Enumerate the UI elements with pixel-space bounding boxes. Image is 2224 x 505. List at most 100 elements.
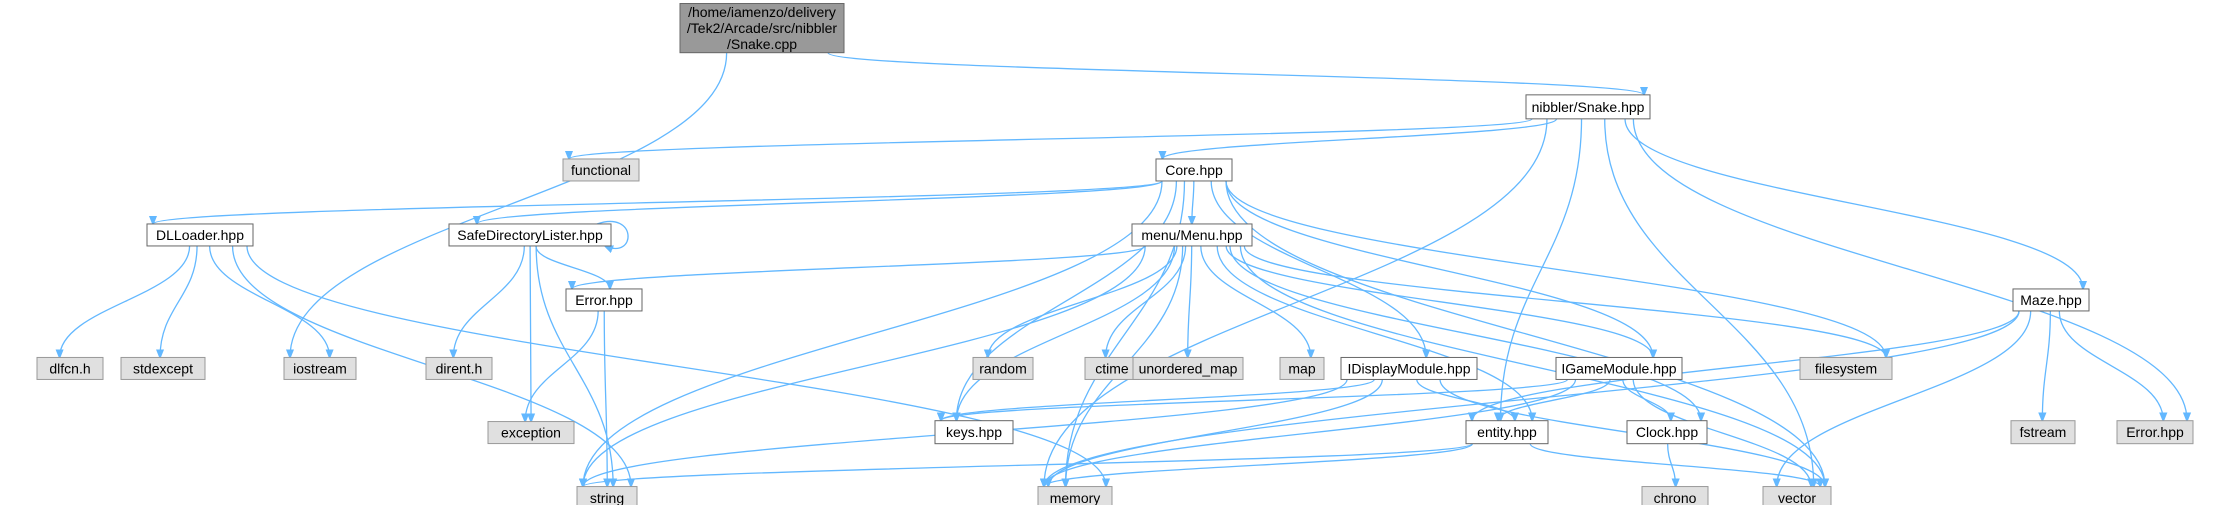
- node-label: Core.hpp: [1165, 162, 1223, 178]
- edge-snake_hpp-to-functional: [569, 118, 1533, 159]
- node-safedir-hpp[interactable]: SafeDirectoryLister.hpp: [448, 223, 612, 247]
- node-dirent: dirent.h: [425, 356, 493, 380]
- edge-entity_hpp-to-vector: [1529, 443, 1820, 487]
- node-dlfcn: dlfcn.h: [36, 356, 104, 380]
- edge-igame_hpp-to-clock_hpp: [1622, 379, 1671, 420]
- edge-core_hpp-to-dlloader_hpp: [153, 180, 1163, 224]
- node-label: dirent.h: [436, 360, 483, 376]
- node-box: [576, 486, 638, 505]
- node-snake-hpp[interactable]: nibbler/Snake.hpp: [1525, 94, 1651, 120]
- nodes: /home/iamenzo/delivery/Tek2/Arcade/src/n…: [36, 3, 2194, 505]
- node-box: [283, 356, 357, 380]
- node-label: /Tek2/Arcade/src/nibbler: [687, 20, 838, 36]
- edge-core_hpp-to-filesystem: [1225, 180, 1886, 357]
- edge-menu_hpp-to-map: [1200, 245, 1311, 357]
- edge-snake_hpp-to-maze_hpp: [1624, 118, 2083, 289]
- edge-safedir_hpp-to-dirent: [453, 245, 525, 357]
- node-error-hpp2: Error.hpp: [2116, 420, 2194, 445]
- node-label: memory: [1050, 490, 1101, 505]
- edge-idisplay_hpp-to-memory: [1048, 379, 1383, 486]
- node-label: filesystem: [1815, 360, 1877, 376]
- node-box: [1037, 486, 1113, 505]
- node-label: SafeDirectoryLister.hpp: [457, 227, 603, 243]
- node-entity-hpp[interactable]: entity.hpp: [1465, 420, 1549, 445]
- node-error-hpp[interactable]: Error.hpp: [565, 288, 643, 312]
- node-ctime: ctime: [1084, 356, 1140, 380]
- node-idisplay-hpp[interactable]: IDisplayModule.hpp: [1340, 356, 1478, 380]
- edge-menu_hpp-to-entity_hpp: [1216, 245, 1532, 421]
- node-box: [487, 421, 575, 445]
- node-label: /Snake.cpp: [727, 36, 797, 52]
- edge-snake_hpp-to-core_hpp: [1162, 118, 1558, 159]
- edge-dlloader_hpp-to-stdexcept: [160, 245, 198, 357]
- edge-entity_hpp-to-string: [583, 443, 1473, 487]
- node-stdexcept: stdexcept: [120, 356, 206, 380]
- node-box: [1132, 356, 1244, 380]
- edge-menu_hpp-to-random: [988, 245, 1178, 357]
- edges: [60, 52, 2187, 487]
- edge-menu_hpp-to-vector: [1239, 245, 1825, 487]
- node-random: random: [972, 356, 1034, 380]
- node-label: menu/Menu.hpp: [1141, 227, 1242, 243]
- edge-igame_hpp-to-vector: [1632, 379, 1811, 486]
- edge-clock_hpp-to-chrono: [1666, 443, 1676, 487]
- node-label: functional: [571, 162, 631, 178]
- edge-maze_hpp-to-error_hpp2: [2058, 310, 2163, 421]
- node-chrono: chrono: [1641, 486, 1709, 505]
- edge-core_hpp-to-vector: [1225, 180, 1825, 487]
- node-label: IDisplayModule.hpp: [1348, 360, 1471, 376]
- edge-safedir_hpp-to-exception: [530, 245, 531, 422]
- node-box: [425, 356, 493, 380]
- node-label: Maze.hpp: [2020, 292, 2082, 308]
- node-label: Error.hpp: [2126, 424, 2184, 440]
- node-functional: functional: [562, 158, 640, 182]
- node-menu-hpp[interactable]: menu/Menu.hpp: [1131, 223, 1253, 247]
- node-clock-hpp[interactable]: Clock.hpp: [1626, 420, 1708, 445]
- node-box: [448, 223, 612, 247]
- edge-dlloader_hpp-to-iostream: [208, 245, 330, 357]
- edge-igame_hpp-to-entity_hpp: [1498, 379, 1611, 420]
- node-unordered-map: unordered_map: [1132, 356, 1244, 380]
- node-label: nibbler/Snake.hpp: [1532, 99, 1645, 115]
- node-box: [36, 356, 104, 380]
- edge-maze_hpp-to-vector: [1777, 310, 2032, 487]
- edge-error_hpp-to-exception: [525, 310, 599, 422]
- node-box: [562, 158, 640, 182]
- edge-menu_hpp-to-unordered_map: [1188, 245, 1193, 357]
- node-snake-cpp[interactable]: /home/iamenzo/delivery/Tek2/Arcade/src/n…: [679, 3, 845, 54]
- edge-idisplay_hpp-to-keys_hpp: [941, 378, 1375, 420]
- node-string: string: [576, 486, 638, 505]
- node-label: Clock.hpp: [1636, 424, 1698, 440]
- node-memory: memory: [1037, 486, 1113, 505]
- edge-menu_hpp-to-error_hpp: [572, 245, 1146, 289]
- node-box: [1799, 356, 1893, 380]
- node-label: /home/iamenzo/delivery: [688, 4, 836, 20]
- edge-menu_hpp-to-string: [583, 245, 1146, 487]
- node-box: [1762, 486, 1832, 505]
- node-label: stdexcept: [133, 360, 193, 376]
- node-maze-hpp[interactable]: Maze.hpp: [2012, 288, 2090, 312]
- node-keys-hpp[interactable]: keys.hpp: [934, 420, 1014, 445]
- node-fstream: fstream: [2010, 420, 2076, 445]
- edge-dlloader_hpp-to-dlfcn: [60, 245, 191, 357]
- node-igame-hpp[interactable]: IGameModule.hpp: [1555, 356, 1683, 380]
- node-label: vector: [1778, 490, 1816, 505]
- node-vector: vector: [1762, 486, 1832, 505]
- node-label: keys.hpp: [946, 424, 1002, 440]
- node-box: [2012, 288, 2090, 312]
- node-core-hpp[interactable]: Core.hpp: [1155, 158, 1233, 182]
- edge-core_hpp-to-keys_hpp: [956, 180, 1178, 421]
- edge-safedir_hpp-to-error_hpp: [535, 245, 610, 289]
- node-box: [972, 356, 1034, 380]
- node-box: [1465, 420, 1549, 445]
- node-box: [1155, 158, 1233, 182]
- node-box: [120, 356, 206, 380]
- edge-menu_hpp-to-filesystem: [1243, 245, 1886, 357]
- node-box: [1279, 356, 1325, 380]
- node-dlloader-hpp[interactable]: DLLoader.hpp: [146, 223, 254, 247]
- node-box: [934, 420, 1014, 445]
- edge-snake_hpp-to-vector: [1604, 118, 1814, 487]
- node-exception: exception: [487, 421, 575, 445]
- node-box: [1131, 223, 1253, 247]
- edge-error_hpp-to-string: [604, 310, 607, 487]
